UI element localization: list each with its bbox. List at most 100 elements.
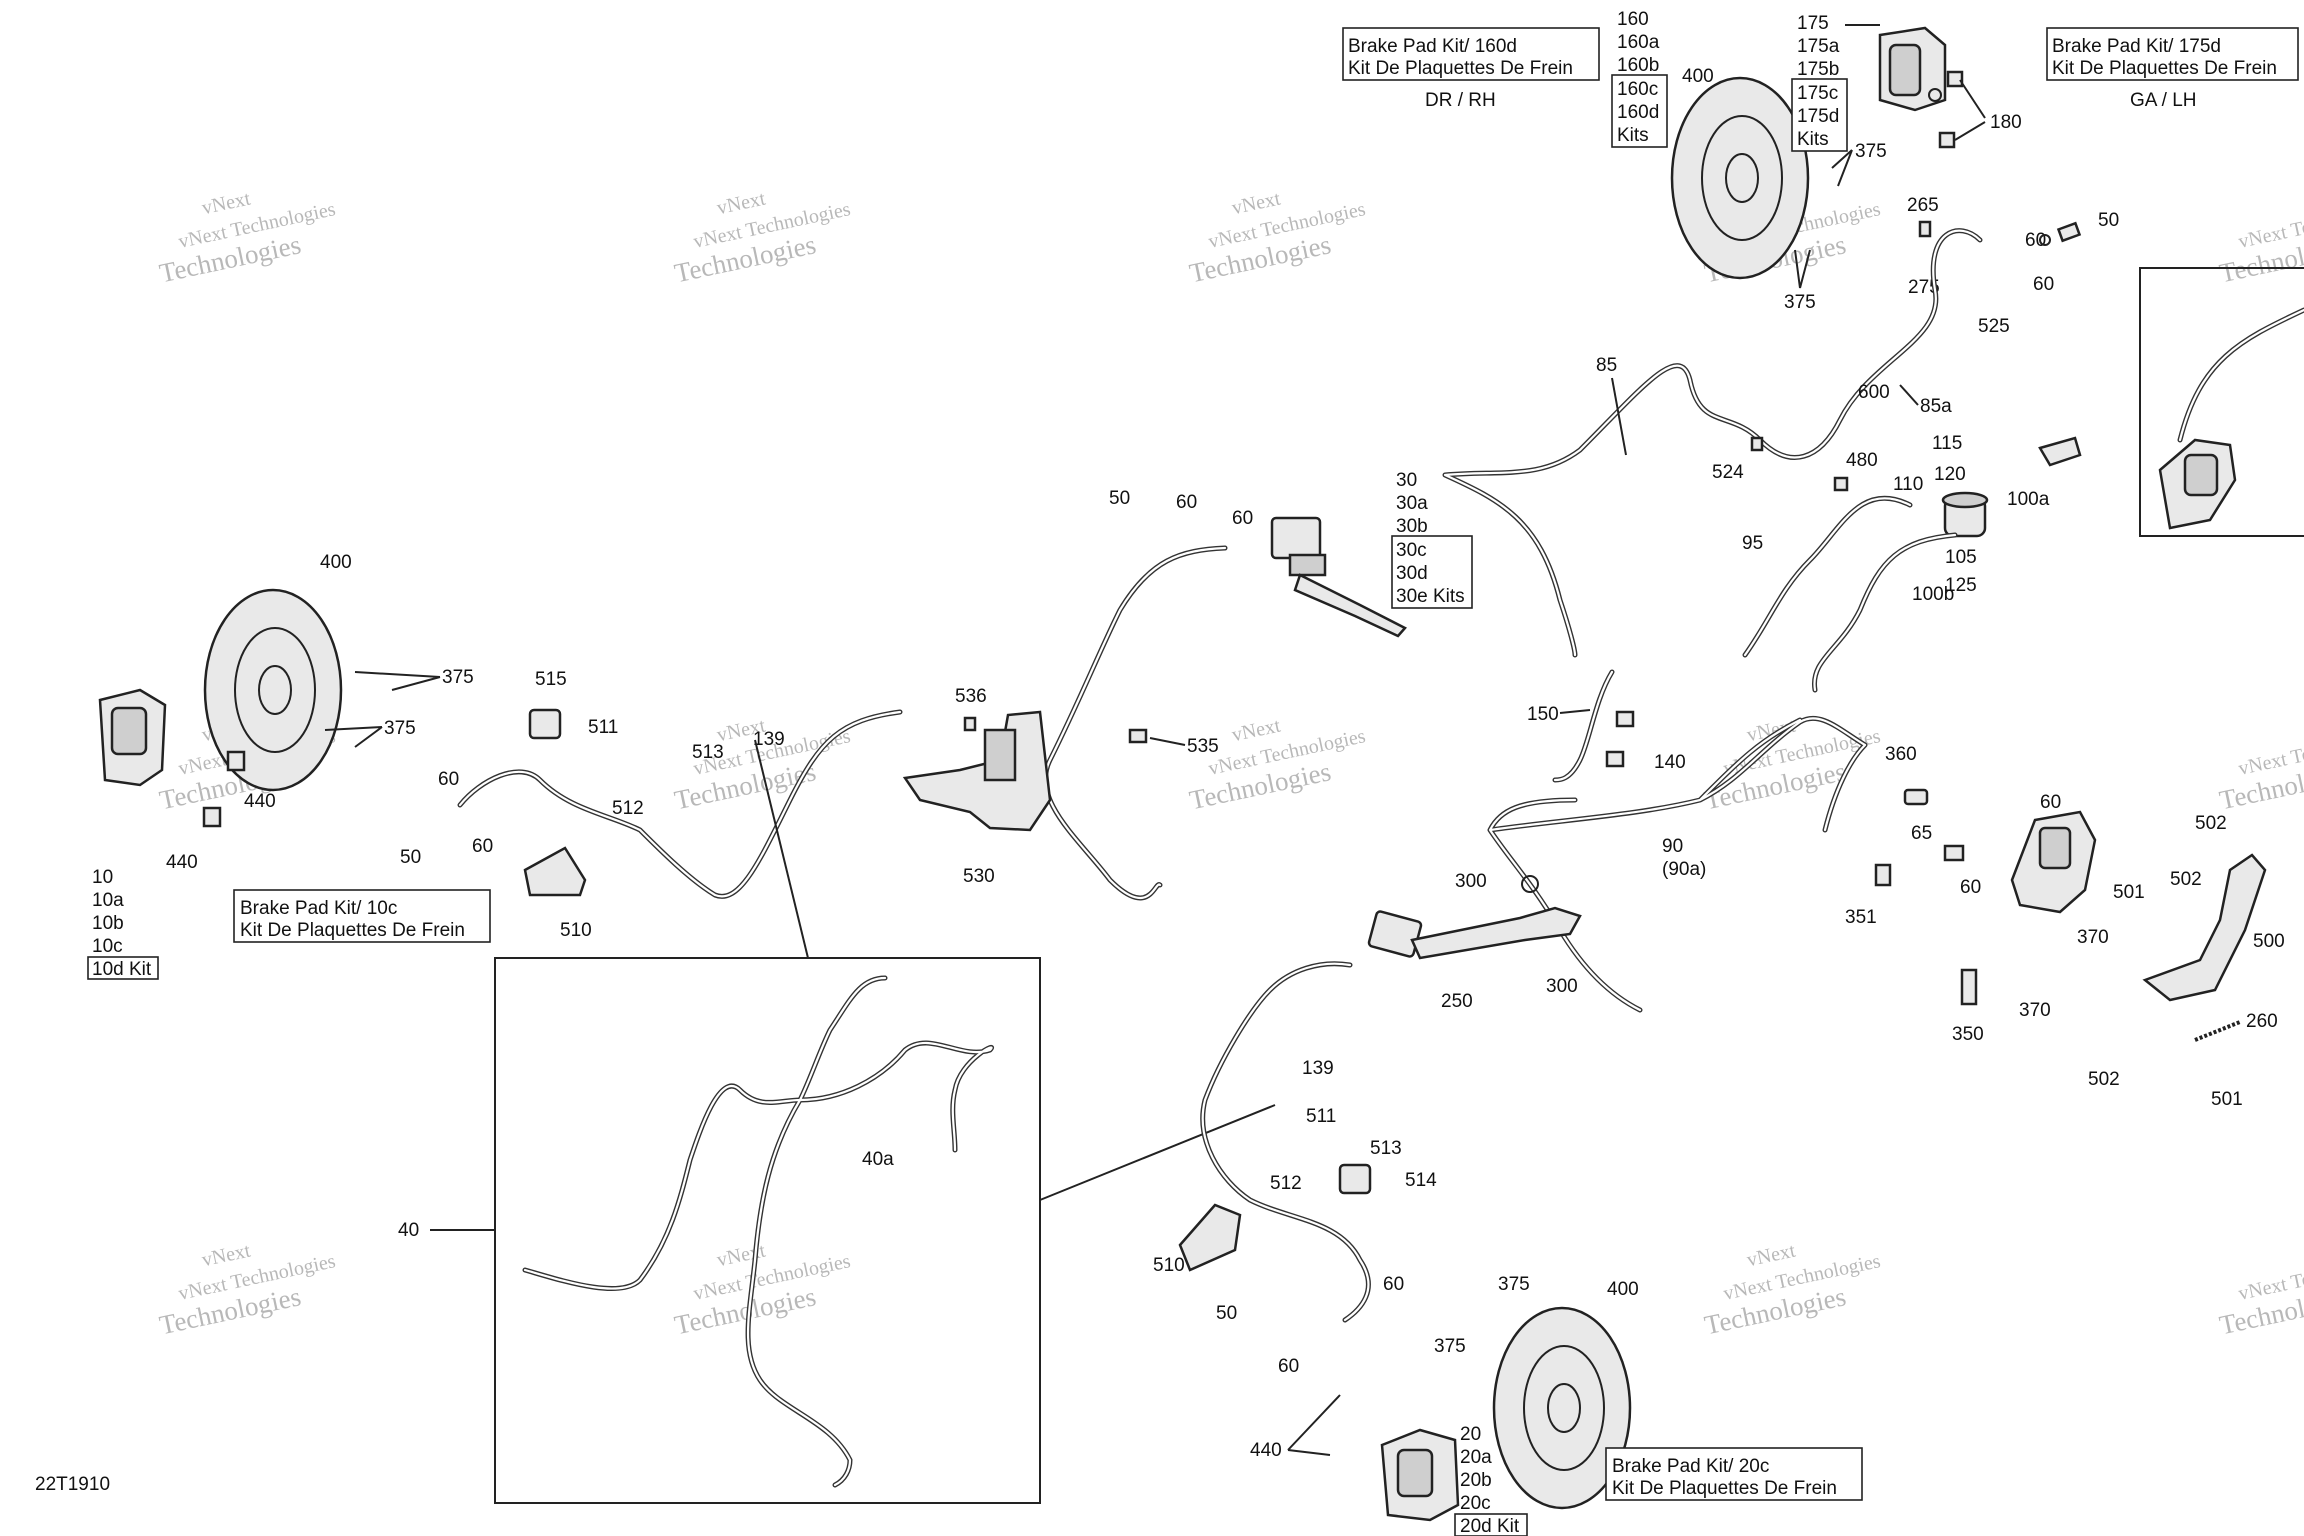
label-510: 510 xyxy=(1153,1255,1185,1276)
brake-disc-rear-right xyxy=(1492,1306,1632,1510)
svg-text:Kit De Plaquettes De Frein: Kit De Plaquettes De Frein xyxy=(2052,58,2277,79)
callout-160-group: 160 160a 160b 160c 160d Kits xyxy=(1611,9,1668,148)
svg-text:vNext: vNext xyxy=(1230,714,1283,746)
label-139: 139 xyxy=(1302,1058,1334,1079)
pin-360 xyxy=(1903,788,1929,806)
abs-module-530 xyxy=(902,710,1052,832)
svg-text:160b: 160b xyxy=(1617,55,1659,76)
brake-disc-front-rh xyxy=(1670,76,1810,280)
label-375: 375 xyxy=(1855,141,1887,162)
svg-text:vNext: vNext xyxy=(200,187,253,219)
label-400: 400 xyxy=(1607,1279,1639,1300)
clamp-515 xyxy=(528,708,562,740)
callout-20-group: 20 20a 20b 20c 20d Kit xyxy=(1454,1424,1528,1536)
svg-text:160d: 160d xyxy=(1617,102,1659,123)
label-513: 513 xyxy=(692,742,724,763)
label-100a: 100a xyxy=(2007,489,2050,510)
svg-text:vNext: vNext xyxy=(715,187,768,219)
label-115: 115 xyxy=(1932,433,1962,454)
svg-text:10b: 10b xyxy=(92,913,124,934)
bolt-180 xyxy=(1938,70,1964,149)
svg-text:Kits: Kits xyxy=(1797,129,1829,150)
label-536: 536 xyxy=(955,686,987,707)
svg-text:175c: 175c xyxy=(1797,83,1838,104)
label-375: 375 xyxy=(1434,1336,1466,1357)
label-139: 139 xyxy=(753,729,785,750)
svg-text:175: 175 xyxy=(1797,13,1829,34)
brake-caliper-front-rh xyxy=(1878,26,1947,112)
label-60: 60 xyxy=(2040,792,2061,813)
kit-box-lh-front: Brake Pad Kit/ 175d Kit De Plaquettes De… xyxy=(2046,27,2299,111)
label-511: 511 xyxy=(588,717,618,738)
svg-text:10: 10 xyxy=(92,867,113,888)
label-351: 351 xyxy=(1845,907,1877,928)
pin-350 xyxy=(1960,968,1978,1006)
label-350: 350 xyxy=(1952,1024,1984,1045)
master-cylinder-30 xyxy=(1270,516,1407,638)
bolt-440b xyxy=(202,806,222,828)
label-105: 105 xyxy=(1945,547,1977,568)
watermark: vNext Technologies Technologies xyxy=(2217,198,2304,288)
label-370: 370 xyxy=(2019,1000,2051,1021)
watermark: vNext vNext Technologies Technologies xyxy=(672,187,853,288)
svg-text:30c: 30c xyxy=(1396,540,1427,561)
brake-hose-85 xyxy=(1442,228,1983,658)
brake-line-40 xyxy=(522,975,995,1488)
label-180: 180 xyxy=(1990,112,2022,133)
label-375: 375 xyxy=(442,667,474,688)
label-110: 110 xyxy=(1893,474,1923,495)
label-501: 501 xyxy=(2211,1089,2243,1110)
leader-375 xyxy=(1794,249,1811,289)
callout-175-group: 175 175a 175b 175c 175d Kits xyxy=(1791,13,1848,152)
label-50: 50 xyxy=(2098,210,2119,231)
label-440: 440 xyxy=(166,852,198,873)
svg-text:20: 20 xyxy=(1460,1424,1481,1445)
label-501: 501 xyxy=(2113,882,2145,903)
label-375: 375 xyxy=(384,718,416,739)
callout-10-group: 10 10a 10b 10c 10d Kit xyxy=(87,867,159,980)
label-375: 375 xyxy=(1498,1274,1530,1295)
svg-text:10a: 10a xyxy=(92,890,124,911)
label-140: 140 xyxy=(1654,752,1686,773)
callout-30-group: 30 30a 30b 30c 30d 30e Kits xyxy=(1391,470,1473,609)
svg-text:10d Kit: 10d Kit xyxy=(92,959,152,980)
svg-text:30d: 30d xyxy=(1396,563,1428,584)
label-524: 524 xyxy=(1712,462,1744,483)
kit-box-rear-right: Brake Pad Kit/ 20c Kit De Plaquettes De … xyxy=(1605,1447,1863,1501)
label-502: 502 xyxy=(2195,813,2227,834)
label-360: 360 xyxy=(1885,744,1917,765)
svg-text:30b: 30b xyxy=(1396,516,1428,537)
label-50: 50 xyxy=(1216,1303,1237,1324)
svg-text:20b: 20b xyxy=(1460,1470,1492,1491)
label-500: 500 xyxy=(2253,931,2285,952)
brake-caliper-rear-right xyxy=(1380,1428,1460,1522)
leader-85a xyxy=(1899,384,1919,406)
brake-line-30-to-530 xyxy=(1042,545,1228,901)
leader-535 xyxy=(1149,737,1186,746)
svg-text:20d Kit: 20d Kit xyxy=(1460,1516,1520,1536)
label-480: 480 xyxy=(1846,450,1878,471)
svg-text:Brake Pad Kit/ 175d: Brake Pad Kit/ 175d xyxy=(2052,36,2221,57)
label-60: 60 xyxy=(1383,1274,1404,1295)
svg-text:20a: 20a xyxy=(1460,1447,1492,1468)
bolt-140b xyxy=(1605,750,1625,768)
kit-box-rh-front: Brake Pad Kit/ 160d Kit De Plaquettes De… xyxy=(1342,27,1600,111)
svg-text:vNext: vNext xyxy=(200,1239,253,1271)
clamp-514 xyxy=(1338,1163,1372,1195)
label-150: 150 xyxy=(1527,704,1559,725)
label-375: 375 xyxy=(1784,292,1816,313)
hose-100b xyxy=(1811,532,1958,693)
label-250: 250 xyxy=(1441,991,1473,1012)
svg-text:vNext: vNext xyxy=(1230,187,1283,219)
svg-text:160c: 160c xyxy=(1617,79,1658,100)
label-600: 600 xyxy=(1858,382,1890,403)
label-100b: 100b xyxy=(1912,584,1954,605)
svg-text:Kits: Kits xyxy=(1617,125,1649,146)
label-512: 512 xyxy=(1270,1173,1302,1194)
svg-text:30: 30 xyxy=(1396,470,1417,491)
wheel-speed-sensor-150 xyxy=(1552,669,1615,783)
label-60: 60 xyxy=(1232,508,1253,529)
label-514: 514 xyxy=(1405,1170,1437,1191)
leader-440 xyxy=(1287,1394,1341,1456)
